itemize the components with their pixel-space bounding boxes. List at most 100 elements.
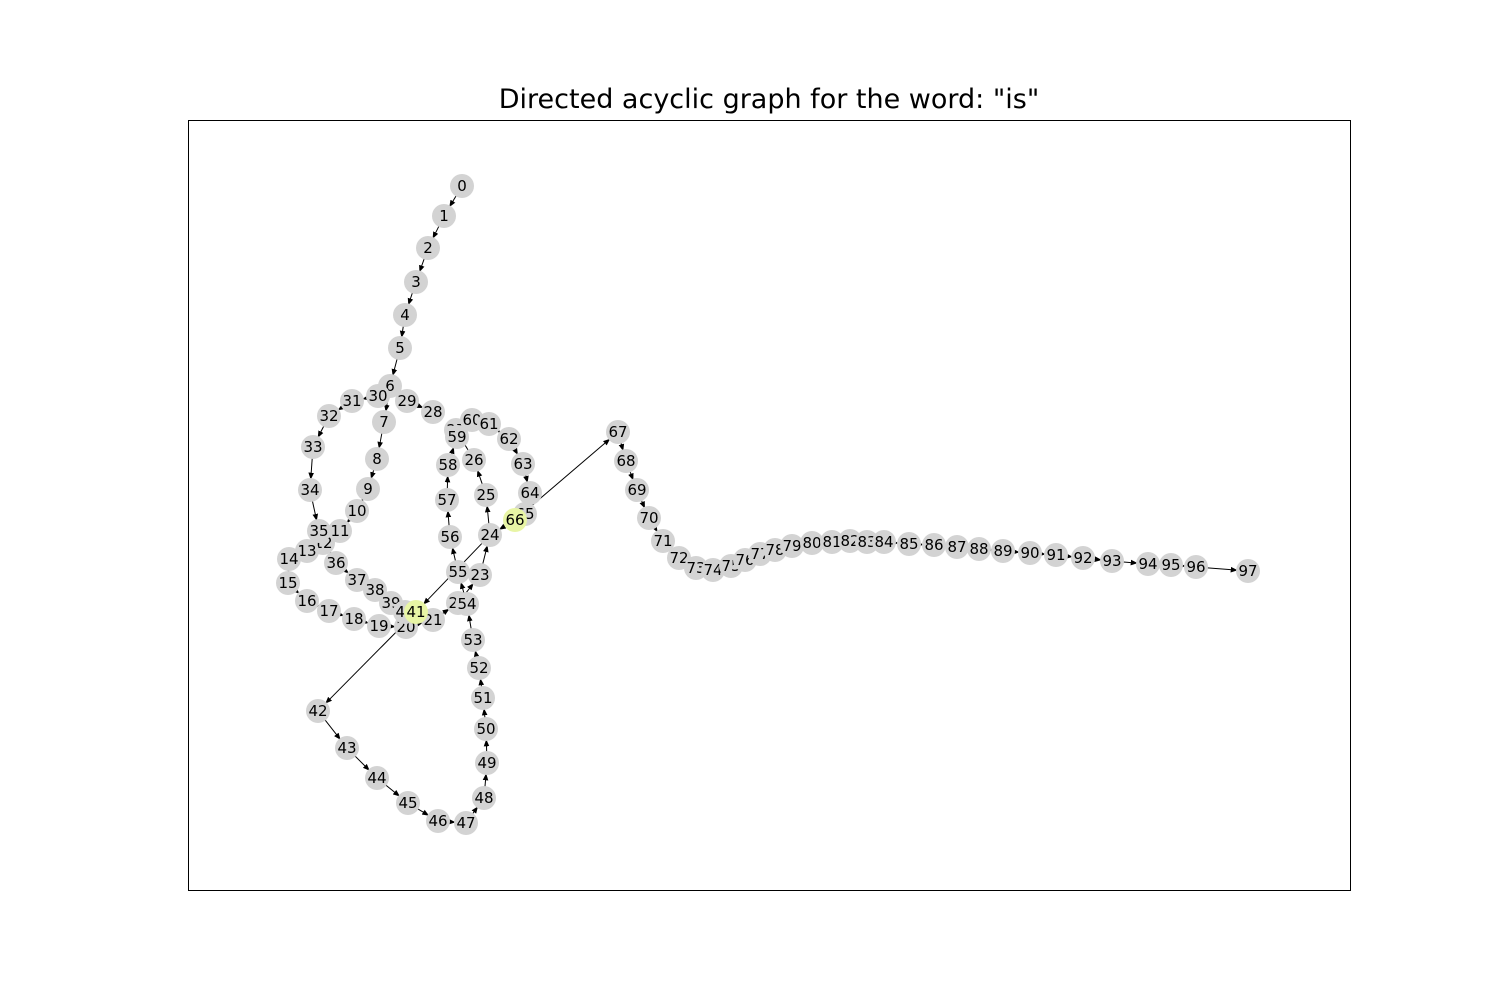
- node-51: 51: [471, 686, 495, 710]
- node-label: 47: [456, 814, 475, 832]
- node-label: 78: [765, 541, 784, 559]
- node-label: 6: [385, 377, 395, 395]
- node-68: 68: [614, 449, 638, 473]
- node-label: 94: [1138, 555, 1157, 573]
- node-marker: [511, 452, 535, 476]
- node-50: 50: [474, 717, 498, 741]
- node-label: 36: [326, 554, 345, 572]
- node-label: 74: [703, 561, 722, 579]
- node-90: 90: [1018, 541, 1042, 565]
- node-marker: [432, 204, 456, 228]
- node-56: 56: [438, 525, 462, 549]
- node-marker: [800, 531, 824, 555]
- node-70: 70: [637, 506, 661, 530]
- node-label: 53: [463, 631, 482, 649]
- node-label: 48: [474, 789, 493, 807]
- node-label: 64: [520, 484, 539, 502]
- edge-43-44: [353, 754, 370, 771]
- node-marker: [472, 786, 496, 810]
- node-label: 23: [470, 566, 489, 584]
- node-44: 44: [365, 766, 389, 790]
- node-marker: [1100, 549, 1124, 573]
- node-label: 95: [1161, 556, 1180, 574]
- node-87: 87: [945, 535, 969, 559]
- node-81: 81: [820, 530, 844, 554]
- node-marker: [606, 420, 630, 444]
- node-label: 34: [300, 481, 319, 499]
- node-marker: [1184, 555, 1208, 579]
- node-83: 83: [855, 530, 879, 554]
- node-label: 3: [411, 273, 421, 291]
- node-label: 43: [337, 739, 356, 757]
- node-marker: [317, 404, 341, 428]
- node-marker: [1018, 541, 1042, 565]
- node-marker: [518, 481, 542, 505]
- node-label: 55: [448, 563, 467, 581]
- node-marker: [298, 478, 322, 502]
- node-label: 61: [479, 415, 498, 433]
- node-11: 11: [328, 519, 352, 543]
- node-marker: [356, 477, 380, 501]
- node-label: 50: [476, 720, 495, 738]
- node-label: 7: [379, 413, 389, 431]
- node-marker: [363, 578, 387, 602]
- node-label: 69: [627, 481, 646, 499]
- node-label: 92: [1073, 549, 1092, 567]
- highlighted-node-marker: [503, 508, 527, 532]
- node-label: 9: [363, 480, 373, 498]
- node-52: 52: [467, 656, 491, 680]
- node-marker: [497, 427, 521, 451]
- edge-2-3: [419, 257, 426, 273]
- node-marker: [393, 303, 417, 327]
- node-label: 33: [303, 438, 322, 456]
- plot-frame: [188, 120, 1351, 891]
- node-marker: [614, 449, 638, 473]
- node-2: 2: [416, 236, 440, 260]
- node-14: 14: [277, 547, 301, 571]
- node-label: 35: [309, 522, 328, 540]
- node-49: 49: [475, 751, 499, 775]
- node-marker: [780, 534, 804, 558]
- node-marker: [967, 537, 991, 561]
- node-86: 86: [922, 533, 946, 557]
- node-marker: [435, 488, 459, 512]
- node-label: 41: [406, 603, 425, 621]
- node-label: 19: [369, 617, 388, 635]
- node-label: 1: [439, 207, 449, 225]
- node-28: 28: [421, 400, 445, 424]
- edge-0-1: [449, 194, 458, 208]
- node-15: 15: [276, 571, 300, 595]
- node-marker: [474, 483, 498, 507]
- nodes-layer: 0123456789101112131415161718192021222324…: [276, 174, 1260, 835]
- edge-5-6: [391, 357, 398, 377]
- node-31: 31: [340, 389, 364, 413]
- node-marker: [317, 599, 341, 623]
- node-marker: [462, 448, 486, 472]
- node-label: 5: [395, 339, 405, 357]
- node-marker: [450, 174, 474, 198]
- node-label: 46: [428, 812, 447, 830]
- node-marker: [436, 453, 460, 477]
- node-label: 26: [464, 451, 483, 469]
- node-24: 24: [478, 523, 502, 547]
- node-marker: [301, 435, 325, 459]
- node-94: 94: [1136, 552, 1160, 576]
- node-label: 2: [423, 239, 433, 257]
- node-label: 68: [616, 452, 635, 470]
- node-label: 96: [1186, 558, 1205, 576]
- node-label: 91: [1046, 546, 1065, 564]
- node-54: 54: [455, 592, 479, 616]
- edge-4-5: [399, 324, 406, 338]
- node-label: 30: [368, 387, 387, 405]
- node-label: 32: [319, 407, 338, 425]
- edge-42-43: [323, 718, 341, 740]
- node-label: 88: [969, 540, 988, 558]
- node-label: 93: [1102, 552, 1121, 570]
- node-18: 18: [342, 607, 366, 631]
- node-55: 55: [446, 560, 470, 584]
- node-92: 92: [1071, 546, 1095, 570]
- node-64: 64: [518, 481, 542, 505]
- node-label: 14: [279, 550, 298, 568]
- node-32: 32: [317, 404, 341, 428]
- node-marker: [625, 478, 649, 502]
